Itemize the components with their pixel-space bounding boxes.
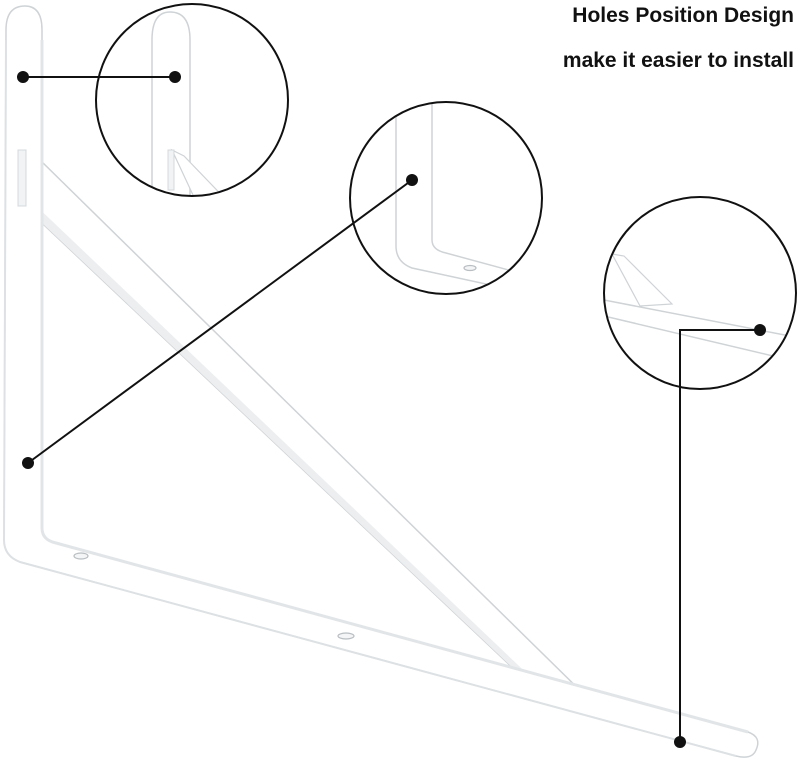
bracket-brace-shadow [24, 200, 560, 705]
caption-subtitle: make it easier to install [562, 49, 794, 72]
bracket-brace-tab [17, 149, 27, 207]
callouts [17, 71, 766, 748]
bracket-hole [73, 552, 89, 560]
bracket-outer-edge [2, 39, 737, 757]
callout-dot [169, 71, 181, 83]
callout-line-corner [27, 179, 413, 464]
callout-dot [406, 174, 418, 186]
magnifier-top-hole [95, 3, 289, 197]
callout-dot [674, 736, 686, 748]
magnifier-ring [95, 3, 289, 197]
caption-title: Holes Position Design [572, 4, 794, 27]
callout-dot [754, 324, 766, 336]
callout-dot [17, 71, 29, 83]
magnifier-ring [349, 101, 543, 295]
magnifier-corner-hole [349, 101, 543, 295]
magnifier-end-hole [603, 196, 797, 390]
callout-line-end [679, 329, 760, 742]
bracket-inner-edge [40, 40, 749, 734]
magnifier-ring [603, 196, 797, 390]
bracket-hole [337, 632, 355, 640]
callout-dot [22, 457, 34, 469]
shelf-bracket [2, 5, 759, 758]
